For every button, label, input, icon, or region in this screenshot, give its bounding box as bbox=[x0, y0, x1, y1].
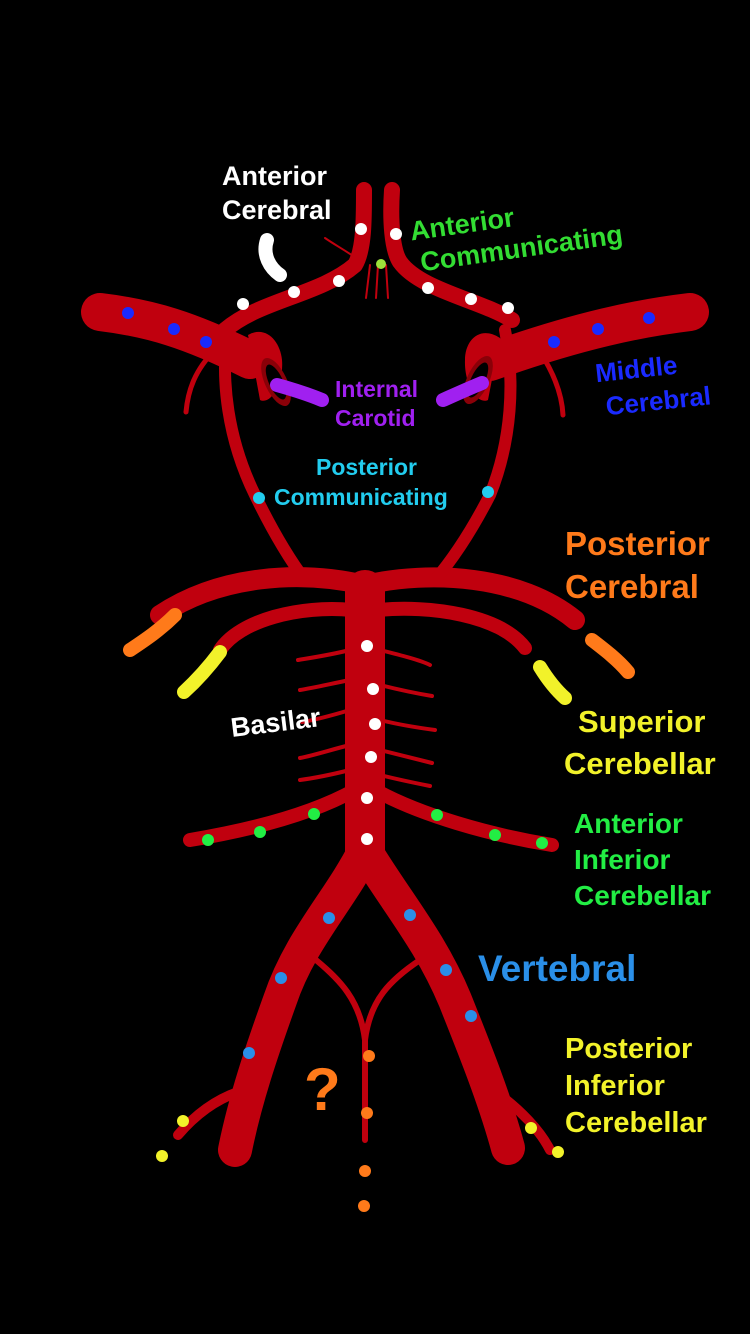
dot-spinal-1 bbox=[363, 1050, 375, 1062]
label-anterior-cerebral: Anterior Cerebral bbox=[222, 161, 332, 225]
label-anterior-cerebral-line1: Anterior bbox=[222, 161, 328, 191]
dot-anterior-cerebral-3 bbox=[333, 275, 345, 287]
label-aica-line1: Anterior bbox=[574, 808, 683, 839]
dot-spinal-4 bbox=[358, 1200, 370, 1212]
dot-anterior-communicating-1 bbox=[376, 259, 386, 269]
label-posterior-cerebral-line2: Cerebral bbox=[565, 568, 699, 605]
dot-posterior-communicating-1 bbox=[253, 492, 265, 504]
pointer-anterior-cerebral bbox=[258, 233, 287, 282]
labels: Anterior Cerebral Anterior Communicating… bbox=[222, 161, 716, 1139]
dot-aica-1 bbox=[202, 834, 214, 846]
label-aica-line3: Cerebellar bbox=[574, 880, 711, 911]
dot-middle-cerebral-1 bbox=[122, 307, 134, 319]
anterior-cerebral-left bbox=[217, 182, 372, 338]
label-internal-carotid-line1: Internal bbox=[335, 376, 418, 402]
label-anterior-cerebral-line2: Cerebral bbox=[222, 195, 332, 225]
dot-pica-2 bbox=[156, 1150, 168, 1162]
mca-branch-left bbox=[183, 347, 218, 415]
dot-aica-2 bbox=[254, 826, 266, 838]
dot-basilar-1 bbox=[361, 640, 373, 652]
anterior-cerebral-right bbox=[383, 182, 520, 328]
pointer-superior-cerebellar-left bbox=[177, 645, 227, 699]
dot-aica-4 bbox=[431, 809, 443, 821]
label-posterior-communicating-line2: Communicating bbox=[274, 484, 448, 510]
marker-dots bbox=[122, 223, 655, 1212]
dot-basilar-4 bbox=[365, 751, 377, 763]
pica-left bbox=[173, 1087, 243, 1140]
dot-basilar-5 bbox=[361, 792, 373, 804]
artery-tree bbox=[81, 182, 709, 1167]
pointer-superior-cerebellar-right bbox=[533, 660, 572, 705]
pointer-strokes bbox=[123, 233, 635, 705]
dot-anterior-cerebral-7 bbox=[465, 293, 477, 305]
label-posterior-cerebral-line1: Posterior bbox=[565, 525, 710, 562]
pointer-internal-carotid-right bbox=[436, 376, 489, 407]
dot-pica-1 bbox=[177, 1115, 189, 1127]
dot-vertebral-3 bbox=[243, 1047, 255, 1059]
label-internal-carotid: Internal Carotid bbox=[335, 376, 418, 431]
dot-vertebral-4 bbox=[404, 909, 416, 921]
label-pica-line3: Cerebellar bbox=[565, 1107, 707, 1139]
label-aica-line2: Inferior bbox=[574, 844, 671, 875]
question-mark: ? bbox=[304, 1056, 341, 1123]
label-posterior-communicating-line1: Posterior bbox=[316, 454, 417, 480]
label-superior-cerebellar-line2: Cerebellar bbox=[564, 746, 716, 781]
posterior-communicating-left bbox=[219, 324, 311, 586]
superior-cerebellar-right bbox=[371, 601, 532, 655]
dot-vertebral-2 bbox=[275, 972, 287, 984]
label-superior-cerebellar: Superior Cerebellar bbox=[564, 704, 716, 781]
dot-basilar-6 bbox=[361, 833, 373, 845]
posterior-cerebral-left bbox=[150, 567, 375, 625]
dot-basilar-2 bbox=[367, 683, 379, 695]
vertebral-artery-left bbox=[218, 833, 382, 1167]
label-anterior-inferior-cerebellar: Anterior Inferior Cerebellar bbox=[574, 808, 711, 911]
pontine-branches bbox=[296, 648, 437, 788]
dot-spinal-3 bbox=[359, 1165, 371, 1177]
dot-posterior-communicating-2 bbox=[482, 486, 494, 498]
pointer-posterior-cerebral-left bbox=[123, 608, 182, 657]
aica-right bbox=[368, 783, 559, 852]
dot-aica-3 bbox=[308, 808, 320, 820]
label-superior-cerebellar-line1: Superior bbox=[578, 704, 705, 739]
dot-middle-cerebral-5 bbox=[592, 323, 604, 335]
label-posterior-communicating: Posterior Communicating bbox=[274, 454, 448, 510]
dot-anterior-cerebral-6 bbox=[422, 282, 434, 294]
acom-perforators bbox=[324, 237, 389, 299]
dot-anterior-cerebral-4 bbox=[288, 286, 300, 298]
dot-middle-cerebral-4 bbox=[548, 336, 560, 348]
dot-aica-5 bbox=[489, 829, 501, 841]
anterior-spinal-branch-right bbox=[362, 957, 423, 1043]
dot-spinal-2 bbox=[361, 1107, 373, 1119]
label-posterior-cerebral: Posterior Cerebral bbox=[565, 525, 710, 605]
dot-pica-4 bbox=[552, 1146, 564, 1158]
pointer-posterior-cerebral-right bbox=[585, 633, 635, 679]
dot-middle-cerebral-6 bbox=[643, 312, 655, 324]
pica-right bbox=[495, 1090, 555, 1155]
label-internal-carotid-line2: Carotid bbox=[335, 405, 416, 431]
pointer-internal-carotid-left bbox=[270, 378, 329, 407]
middle-cerebral-right bbox=[471, 293, 709, 381]
vertebral-artery-right bbox=[348, 833, 525, 1165]
label-vertebral: Vertebral bbox=[478, 948, 636, 989]
dot-anterior-cerebral-8 bbox=[502, 302, 514, 314]
dot-pica-3 bbox=[525, 1122, 537, 1134]
dot-vertebral-5 bbox=[440, 964, 452, 976]
dot-anterior-cerebral-5 bbox=[237, 298, 249, 310]
label-posterior-inferior-cerebellar: Posterior Inferior Cerebellar bbox=[565, 1033, 707, 1139]
mca-branch-right bbox=[537, 349, 566, 418]
dot-vertebral-6 bbox=[465, 1010, 477, 1022]
dot-anterior-cerebral-1 bbox=[355, 223, 367, 235]
dot-aica-6 bbox=[536, 837, 548, 849]
superior-cerebellar-left bbox=[213, 602, 359, 657]
dot-basilar-3 bbox=[369, 718, 381, 730]
posterior-cerebral-right bbox=[355, 567, 585, 630]
dot-middle-cerebral-2 bbox=[168, 323, 180, 335]
dot-middle-cerebral-3 bbox=[200, 336, 212, 348]
dot-anterior-cerebral-2 bbox=[390, 228, 402, 240]
dot-vertebral-1 bbox=[323, 912, 335, 924]
label-pica-line2: Inferior bbox=[565, 1070, 665, 1102]
label-pica-line1: Posterior bbox=[565, 1033, 692, 1065]
